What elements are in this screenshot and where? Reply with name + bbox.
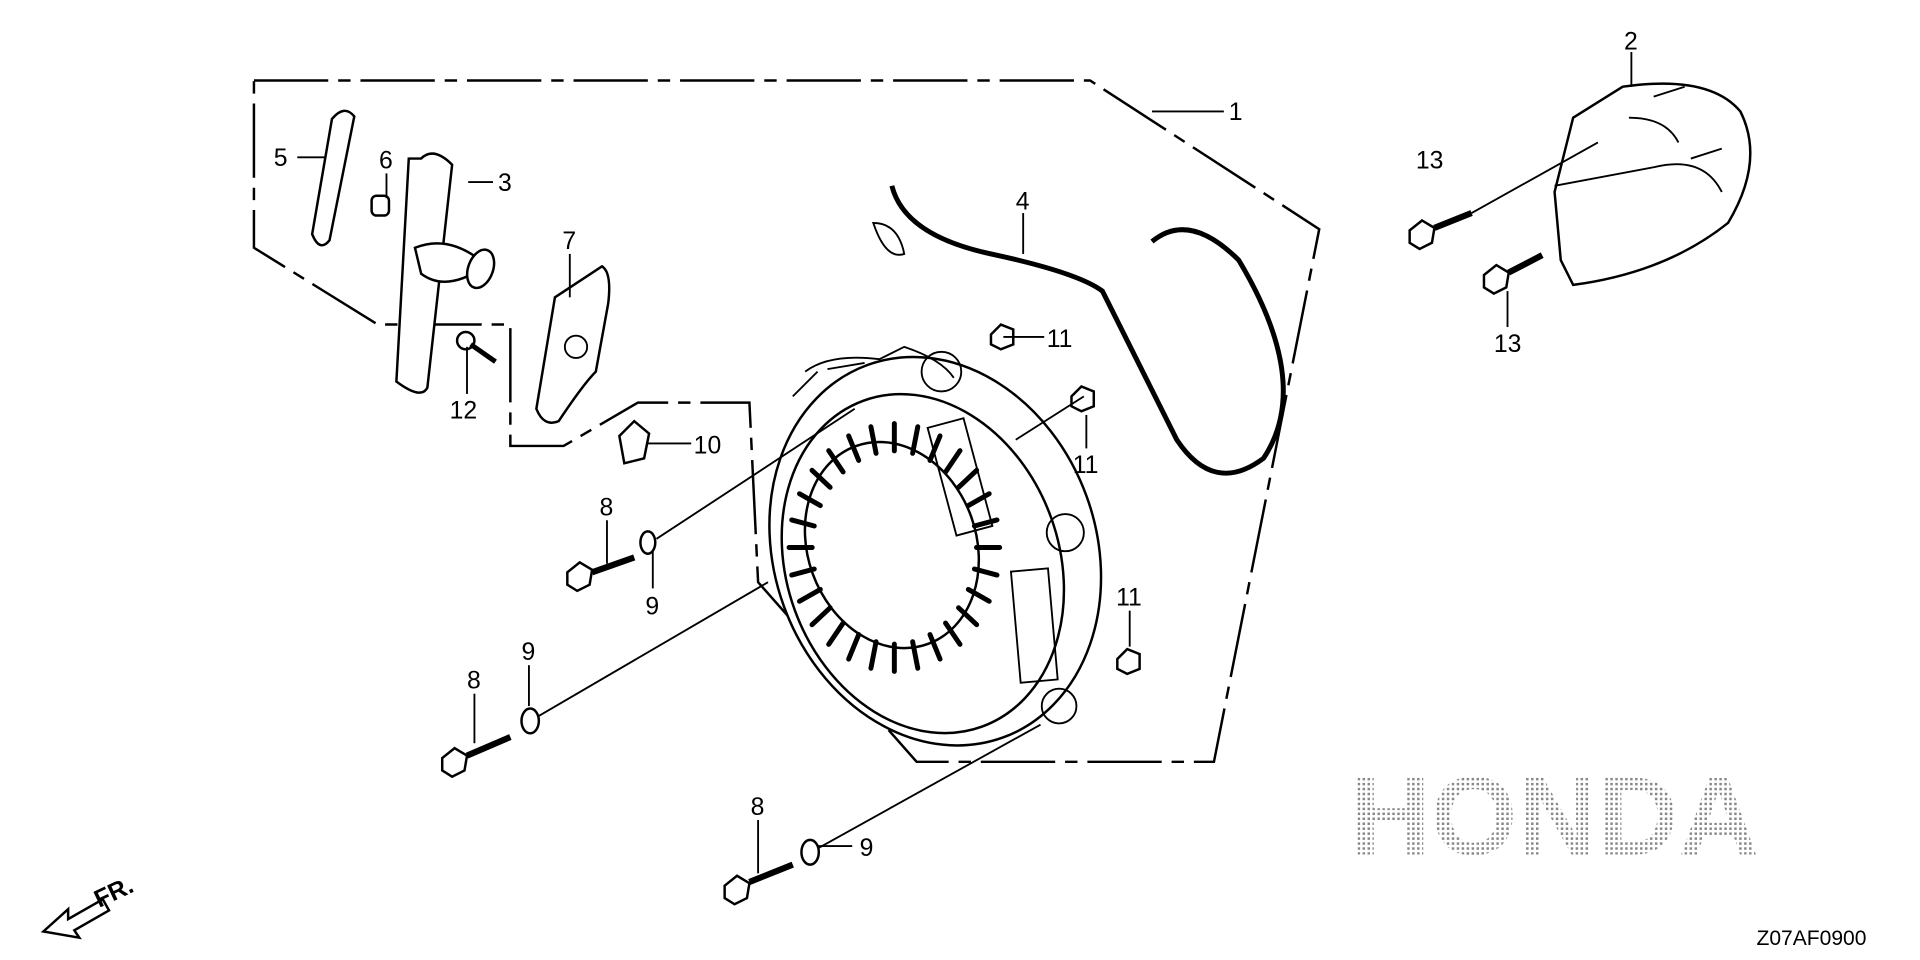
starter-housing <box>768 345 1103 747</box>
bolt-8c <box>723 861 794 906</box>
housing-vent-slot <box>789 566 817 578</box>
housing-vent-slot <box>971 566 1000 578</box>
callout-1: 1 <box>1229 99 1243 126</box>
housing-vent-slot <box>910 639 921 671</box>
callout-12: 12 <box>450 398 478 425</box>
callout-10: 10 <box>694 432 722 459</box>
washer-9a <box>639 530 657 555</box>
housing-vent-slot <box>846 632 862 662</box>
starter-grip <box>395 152 496 394</box>
callout-9a: 9 <box>645 593 659 620</box>
assembly-boundary <box>252 79 1321 764</box>
housing-vent-slot <box>943 448 963 475</box>
clip <box>618 419 651 465</box>
nut-11b <box>1070 385 1096 413</box>
callout-4: 4 <box>1016 188 1030 215</box>
callout-9b: 9 <box>521 639 535 666</box>
housing-vent-slot <box>809 467 833 490</box>
grip-insert <box>310 109 356 247</box>
callout-3: 3 <box>498 170 512 197</box>
housing-vent-slot <box>797 586 823 604</box>
housing-vent-slot <box>965 586 992 604</box>
housing-vent-slot <box>868 424 879 456</box>
callout-8a: 8 <box>600 494 614 521</box>
callout-11b: 11 <box>1073 452 1099 479</box>
callout-9c: 9 <box>860 835 874 862</box>
callout-6: 6 <box>379 147 393 174</box>
diagram-code: Z07AF0900 <box>1756 927 1866 950</box>
housing-vent-slot <box>868 639 879 671</box>
housing-vent-slot <box>971 517 1000 529</box>
callout-11a: 11 <box>1047 326 1073 353</box>
rope-loop <box>872 222 906 256</box>
callout-8b: 8 <box>467 668 481 695</box>
starter-cover <box>1553 82 1752 287</box>
washer-9c <box>800 838 821 866</box>
callout-13b: 13 <box>1494 331 1522 358</box>
bolt-8b <box>440 734 512 779</box>
housing-vent-slot <box>826 448 846 475</box>
honda-watermark: HONDA <box>1350 754 1759 879</box>
callout-2: 2 <box>1624 29 1638 56</box>
callout-13a: 13 <box>1416 147 1444 174</box>
housing-vent-slot <box>826 620 846 647</box>
housing-vent-slot <box>927 632 943 662</box>
front-arrow-icon <box>40 897 111 940</box>
callout-7: 7 <box>562 228 576 255</box>
housing-vent-slot <box>809 605 833 628</box>
housing-vent-slot <box>927 433 943 463</box>
housing-vent-slot <box>789 517 817 529</box>
leader-lines <box>297 52 1633 874</box>
nut-11a <box>989 323 1015 351</box>
housing-vent-slot <box>956 605 980 628</box>
bolt-13a <box>1408 210 1473 251</box>
callout-5: 5 <box>274 145 288 172</box>
washer-9b <box>520 707 541 735</box>
housing-vent-slot <box>943 620 963 647</box>
housing-vent-slot <box>910 424 921 456</box>
housing-vent-slot <box>846 433 862 463</box>
starter-rope <box>889 185 1286 476</box>
rope-guide <box>535 264 611 424</box>
bolt-13b <box>1482 252 1544 295</box>
callout-8c: 8 <box>751 794 765 821</box>
bolt-8a <box>566 554 636 593</box>
callout-11c: 11 <box>1116 585 1142 612</box>
nut-11c <box>1116 647 1141 676</box>
housing-vent-slot <box>956 467 980 490</box>
screw-12 <box>455 330 497 364</box>
grip-collar <box>370 194 391 217</box>
housing-vent-slot <box>965 491 992 509</box>
housing-vent-slot <box>797 491 823 509</box>
